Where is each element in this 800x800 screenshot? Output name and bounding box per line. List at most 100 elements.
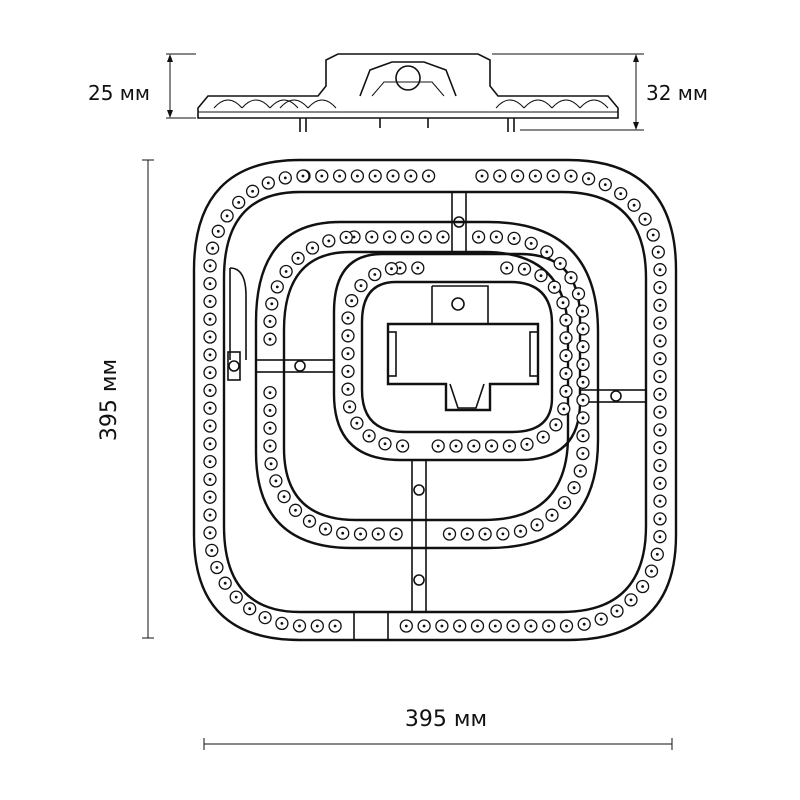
led-chip-core [409, 174, 413, 178]
led-chip-core [348, 405, 351, 409]
led-chip-core [581, 309, 584, 313]
led-chip-core [658, 357, 662, 361]
led-chip-core [274, 479, 278, 483]
led-chip-core [454, 444, 458, 448]
led-chip-core [658, 446, 662, 450]
bridge-right-screw [610, 390, 622, 402]
led-chip-core [215, 566, 219, 569]
led-chip-core [512, 237, 516, 240]
led-chip-core [581, 363, 585, 366]
bridge-top-screw [453, 216, 465, 228]
led-chip-core [263, 616, 267, 619]
led-chip-core [558, 262, 562, 265]
led-chip-core [643, 217, 647, 221]
led-chip-core [535, 523, 539, 527]
led-chip-core [404, 624, 408, 628]
led-chip-core [376, 532, 380, 536]
led-chip-core [373, 273, 377, 276]
led-chip-core [294, 508, 297, 512]
led-chip-core [225, 214, 229, 218]
led-chip-core [565, 624, 568, 628]
led-chip-core [406, 235, 409, 239]
led-chip-core [658, 268, 662, 272]
led-chip-core [208, 495, 212, 499]
led-chip-core [346, 370, 350, 373]
led-chip-core [268, 409, 272, 412]
bridge-bottom-inner [411, 459, 427, 521]
led-chip-core [534, 174, 537, 178]
led-chip-core [216, 229, 220, 233]
led-chip-core [346, 352, 350, 355]
led-chip-core [448, 532, 451, 536]
led-chip-core [436, 444, 440, 448]
led-chip-core [350, 299, 354, 303]
side-view-housing-inner [371, 81, 445, 97]
bridge-bottom-screw [413, 484, 425, 496]
led-chip-core [572, 486, 576, 490]
led-chip-core [619, 192, 623, 196]
outer-ring-outline [192, 158, 678, 642]
led-chip-core [490, 444, 493, 448]
led-chip-core [359, 532, 362, 536]
led-chip-core [658, 392, 662, 396]
led-chip-core [355, 421, 359, 425]
led-chip-core [519, 529, 522, 533]
led-chip-core [268, 426, 272, 430]
led-chip-core [658, 339, 662, 343]
led-chip-core [390, 267, 393, 271]
side-view-led-bump [279, 99, 309, 109]
led-chip-core [541, 435, 545, 439]
led-chip-core [208, 300, 212, 303]
led-chip-core [553, 285, 556, 289]
led-chip-core [284, 270, 288, 273]
led-chip-core [505, 266, 509, 270]
led-chip-core [346, 316, 350, 320]
led-chip-core [440, 624, 444, 628]
led-chip-core [658, 481, 662, 485]
side-view-led-bump [307, 99, 337, 109]
led-chip-core [208, 282, 212, 285]
led-chip-core [282, 495, 286, 498]
led-chip-core [248, 607, 252, 611]
led-chip-core [550, 513, 554, 517]
ring-bridges [227, 191, 647, 641]
led-chip-core [581, 345, 585, 349]
led-chip-core [581, 380, 585, 384]
led-chip-core [356, 174, 359, 178]
front-view [192, 158, 678, 642]
led-chip-core [373, 174, 377, 178]
led-chip-core [324, 527, 327, 531]
led-chip-core [493, 624, 497, 628]
led-chip-core [251, 189, 255, 193]
led-chip-core [564, 372, 568, 375]
led-chip-core [422, 624, 426, 628]
led-chip-core [208, 353, 212, 357]
side-view: 25 мм 32 мм [88, 53, 708, 132]
led-chip-core [298, 624, 301, 628]
led-chip-core [569, 276, 573, 280]
led-chip-core [223, 581, 227, 585]
inner-ring-inner-edge [360, 280, 554, 434]
led-chip-core [582, 622, 586, 626]
led-chip-core [523, 267, 526, 271]
led-chip-core [554, 423, 558, 427]
led-chip-core [658, 303, 662, 307]
led-chip-core [208, 389, 212, 392]
led-chip-core [581, 452, 585, 455]
led-chip-core [401, 444, 404, 448]
led-chip-core [564, 336, 568, 340]
led-chip-core [658, 499, 662, 503]
bottom-connector [353, 611, 389, 641]
side-view-led-bump [523, 99, 553, 109]
led-chip-core [658, 410, 662, 414]
led-chip-core [603, 183, 607, 187]
led-chip-core [529, 624, 533, 628]
led-chip-core [268, 391, 272, 394]
led-chip-core [477, 235, 480, 239]
led-chip-core [208, 371, 212, 374]
side-view-led-bump [495, 99, 525, 109]
side-view-led-bump [213, 99, 243, 109]
led-chip-core [651, 233, 655, 237]
led-chip-core [283, 176, 287, 180]
led-chips [203, 169, 667, 633]
